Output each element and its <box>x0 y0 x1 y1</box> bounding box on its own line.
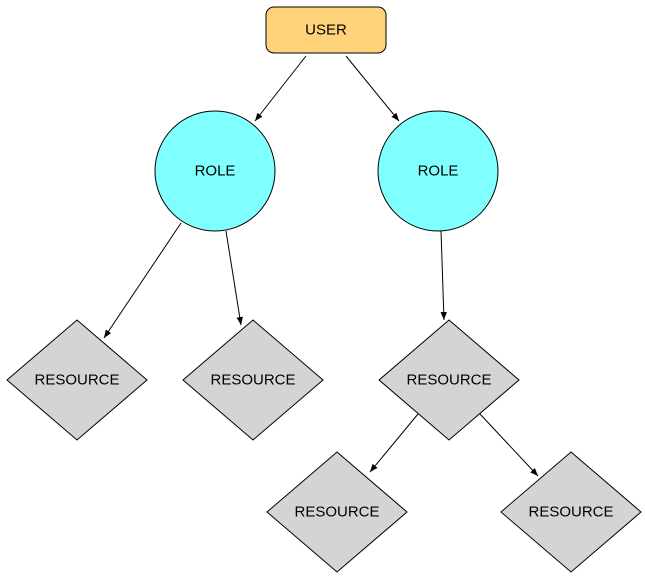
role-node-right-shape <box>377 110 499 232</box>
edge-role-left-to-resource-1 <box>103 222 182 339</box>
resource-node-1-shape <box>6 319 148 441</box>
user-node-label: USER <box>305 22 347 39</box>
role-node-right: ROLE <box>377 110 499 232</box>
edge-user-to-role-right <box>345 55 400 122</box>
resource-node-5-label: RESOURCE <box>528 504 613 521</box>
resource-node-1-label: RESOURCE <box>34 372 119 389</box>
edge-role-left-to-resource-2 <box>225 230 243 326</box>
resource-node-2-shape <box>182 319 324 441</box>
role-node-left-shape <box>154 110 276 232</box>
user-node-shape <box>265 6 387 54</box>
role-node-left: ROLE <box>154 110 276 232</box>
resource-node-4-label: RESOURCE <box>294 504 379 521</box>
resource-node-4: RESOURCE <box>266 451 408 573</box>
resource-node-1: RESOURCE <box>6 319 148 441</box>
role-node-right-label: ROLE <box>418 163 459 180</box>
resource-node-5-shape <box>500 451 642 573</box>
edge-user-to-role-left <box>254 55 307 122</box>
user-node: USER <box>265 6 387 54</box>
edge-resource-3-to-resource-5 <box>479 413 539 477</box>
resource-node-5: RESOURCE <box>500 451 642 573</box>
resource-node-4-shape <box>266 451 408 573</box>
role-node-left-label: ROLE <box>195 163 236 180</box>
edge-resource-3-to-resource-4 <box>369 413 419 473</box>
edge-role-right-to-resource-3 <box>440 230 447 321</box>
edges <box>103 55 539 477</box>
resource-node-2: RESOURCE <box>182 319 324 441</box>
resource-node-3-shape <box>378 319 520 441</box>
resource-node-3-label: RESOURCE <box>406 372 491 389</box>
resource-node-2-label: RESOURCE <box>210 372 295 389</box>
resource-node-3: RESOURCE <box>378 319 520 441</box>
